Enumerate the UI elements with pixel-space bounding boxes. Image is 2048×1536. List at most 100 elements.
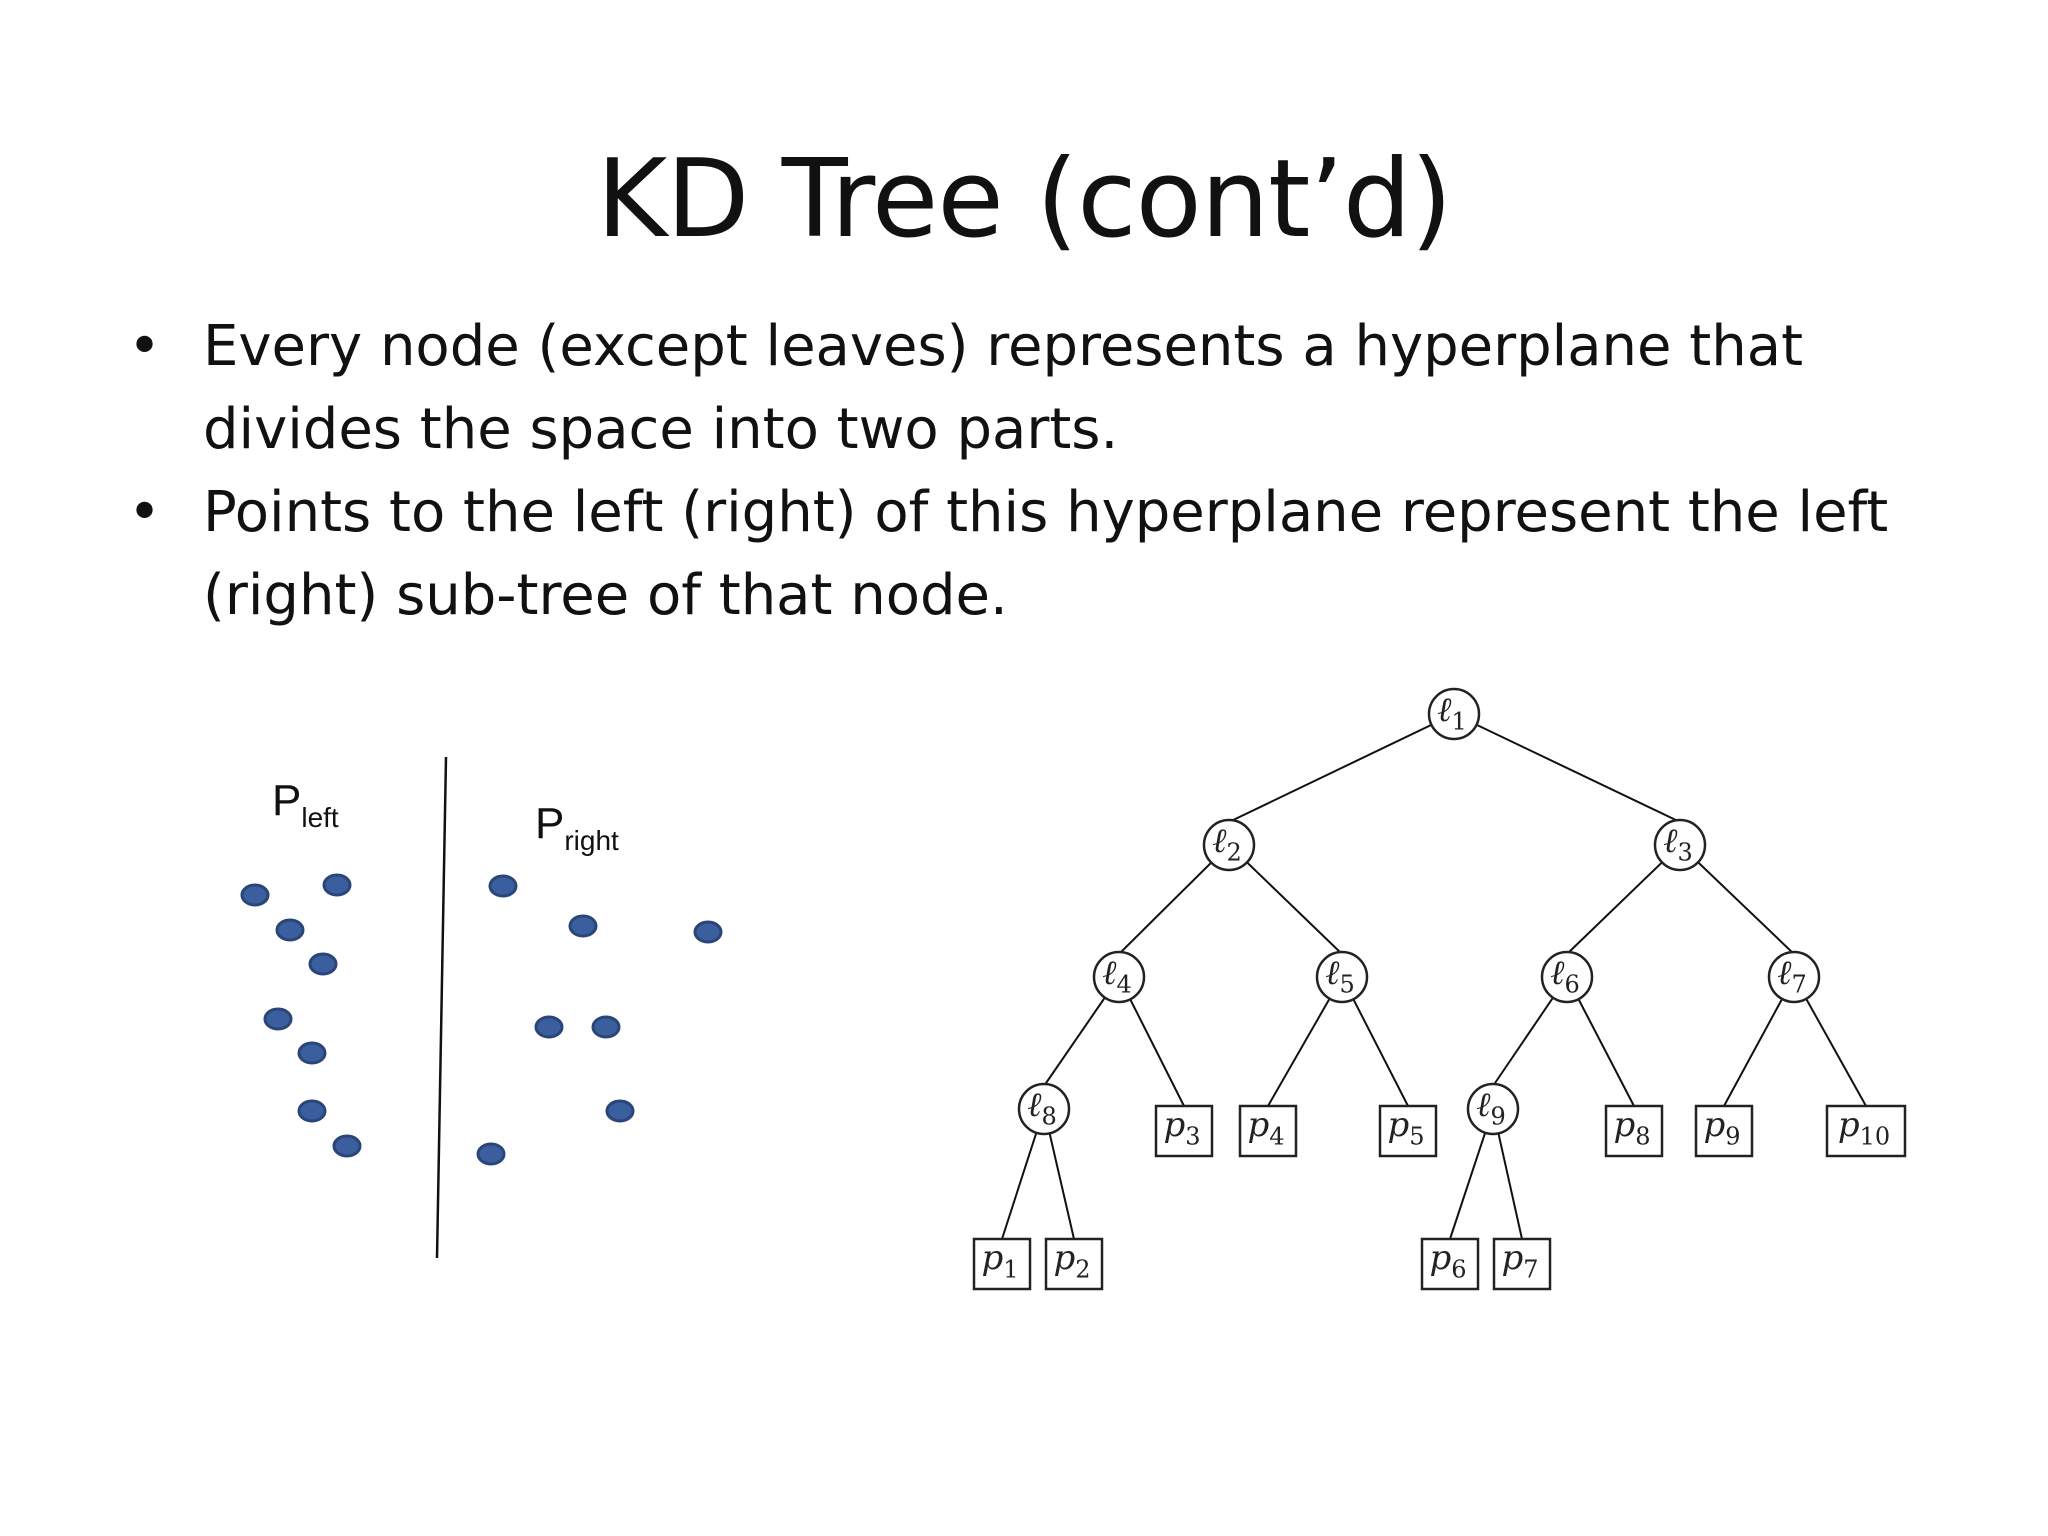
tree-leaf-p4: p4 [1238,1104,1298,1158]
leaf-box [1154,1104,1214,1158]
node-label-main: ℓ [1476,1085,1490,1125]
leaf-label: p3 [1163,1105,1200,1150]
data-point [605,1099,635,1123]
leaf-label: p10 [1838,1105,1890,1150]
tree-node-l9: ℓ9 [1466,1082,1520,1136]
leaf-label-sub: 8 [1635,1122,1650,1150]
tree-node-l5: ℓ5 [1315,950,1369,1004]
leaf-label: p4 [1247,1105,1284,1150]
node-label-sub: 7 [1791,970,1806,998]
leaf-label-sub: 1 [1003,1255,1018,1283]
leaf-label-sub: 5 [1409,1122,1424,1150]
leaf-label: p7 [1501,1238,1538,1283]
node-label-main: ℓ [1437,690,1451,730]
leaf-label-sub: 6 [1451,1255,1466,1283]
tree-node-l2: ℓ2 [1202,818,1256,872]
node-label-main: ℓ [1777,953,1791,993]
node-circle [1427,687,1481,741]
data-point [693,920,723,944]
node-label: ℓ6 [1550,953,1579,998]
tree-node-l8: ℓ8 [1017,1082,1071,1136]
node-label-sub: 4 [1116,970,1131,998]
p-left-main: P [272,776,301,825]
tree-node-l3: ℓ3 [1653,818,1707,872]
node-label-main: ℓ [1027,1085,1041,1125]
node-label-sub: 2 [1226,838,1241,866]
data-point [568,914,598,938]
node-circle [1540,950,1594,1004]
tree-leaf-p10: p10 [1825,1104,1907,1158]
tree-leaf-p1: p1 [972,1237,1032,1291]
slide-title: KD Tree (cont’d) [596,137,1452,262]
node-label: ℓ3 [1663,821,1692,866]
data-point [488,874,518,898]
data-point [322,873,352,897]
data-point [591,1015,621,1039]
node-label: ℓ4 [1102,953,1131,998]
leaf-box [1694,1104,1754,1158]
tree-node-l4: ℓ4 [1092,950,1146,1004]
data-point [263,1007,293,1031]
p-right-sub: right [564,825,619,856]
node-label: ℓ2 [1212,821,1241,866]
data-point [534,1015,564,1039]
p-right-label: Pright [535,799,619,856]
bullet-list: • Every node (except leaves) represents … [120,305,1940,637]
node-label-main: ℓ [1325,953,1339,993]
node-label-sub: 5 [1339,970,1354,998]
tree-edge-l1-l2 [1228,713,1455,823]
data-point [297,1099,327,1123]
node-circle [1017,1082,1071,1136]
node-label-main: ℓ [1550,953,1564,993]
tree-node-l7: ℓ7 [1767,950,1821,1004]
data-point [240,883,270,907]
node-circle [1653,818,1707,872]
tree-leaf-p7: p7 [1492,1237,1552,1291]
leaf-label-sub: 10 [1860,1122,1891,1150]
leaf-label-main: p [1247,1105,1269,1145]
leaf-label: p5 [1387,1105,1424,1150]
bullet-dot: • [128,480,162,545]
bullet-item: • Every node (except leaves) represents … [120,305,1940,471]
data-point [275,918,305,942]
node-circle [1202,818,1256,872]
node-label-sub: 6 [1564,970,1579,998]
partition-illustration: Pleft Pright [240,756,723,1259]
node-circle [1315,950,1369,1004]
node-label-sub: 3 [1677,838,1692,866]
node-label: ℓ1 [1437,690,1466,735]
leaf-box [1604,1104,1664,1158]
data-point [308,952,338,976]
leaf-label-main: p [1613,1105,1635,1145]
leaf-box [1378,1104,1438,1158]
tree-edge-l1-l3 [1453,713,1681,823]
leaf-label-main: p [1163,1105,1185,1145]
tree-leaf-p9: p9 [1694,1104,1754,1158]
node-circle [1092,950,1146,1004]
p-left-sub: left [301,802,339,833]
node-label-main: ℓ [1102,953,1116,993]
node-label-main: ℓ [1663,821,1677,861]
bullet-text: Points to the left (right) of this hyper… [203,480,1889,628]
leaf-box [972,1237,1032,1291]
tree-node-l6: ℓ6 [1540,950,1594,1004]
bullet-dot: • [128,314,162,379]
tree-node-l1: ℓ1 [1427,687,1481,741]
tree-leaf-p5: p5 [1378,1104,1438,1158]
tree-leaf-p3: p3 [1154,1104,1214,1158]
tree-edge-l3-l7 [1679,844,1795,955]
leaf-label-sub: 9 [1725,1122,1740,1150]
leaf-label-main: p [981,1238,1003,1278]
leaf-box [1044,1237,1104,1291]
p-left-label: Pleft [272,776,339,833]
leaf-box [1420,1237,1480,1291]
leaf-label-sub: 3 [1185,1122,1200,1150]
node-circle [1767,950,1821,1004]
leaf-label-main: p [1703,1105,1725,1145]
leaf-label-main: p [1429,1238,1451,1278]
leaf-label-main: p [1387,1105,1409,1145]
leaf-box [1238,1104,1298,1158]
leaf-label: p1 [981,1238,1018,1283]
data-point [332,1134,362,1158]
